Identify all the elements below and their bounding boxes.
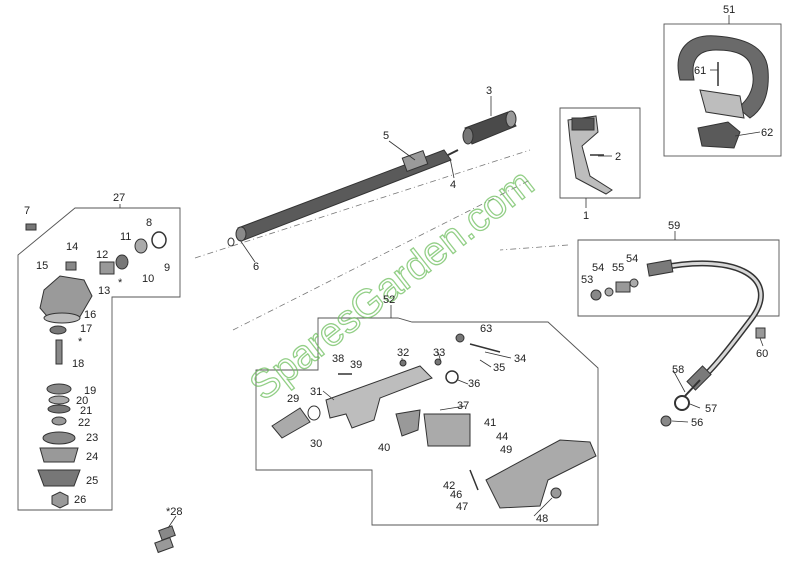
assembly-line-cable xyxy=(499,244,569,251)
group-1-outline xyxy=(559,107,641,199)
part-label-18: 18 xyxy=(72,358,84,370)
part-label-37: 37 xyxy=(457,400,469,412)
part-label-49: 49 xyxy=(500,444,512,456)
part-label-31: 31 xyxy=(310,386,322,398)
part-label-42: 42 xyxy=(443,480,455,492)
part-label-34: 34 xyxy=(514,353,526,365)
group-27-outline xyxy=(17,207,181,511)
part-label-19: 19 xyxy=(84,385,96,397)
asterisk-gear: * xyxy=(118,277,123,289)
part-label-54b: 54 xyxy=(626,253,638,265)
part-label-20: 20 xyxy=(76,395,88,407)
part-label-25: 25 xyxy=(86,475,98,487)
part-label-57: 57 xyxy=(705,403,717,415)
leader-lines xyxy=(119,15,764,529)
part-label-11: 11 xyxy=(120,231,131,243)
group-52-outline xyxy=(255,317,599,526)
shaft-tube xyxy=(235,149,452,242)
part-label-51: 51 xyxy=(723,4,735,16)
part-label-33: 33 xyxy=(433,347,445,359)
part-label-47: 47 xyxy=(456,501,468,513)
part-label-63: 63 xyxy=(480,323,492,335)
part-label-53: 53 xyxy=(581,274,593,286)
part-label-26: 26 xyxy=(74,494,86,506)
part-label-6: 6 xyxy=(253,261,259,273)
part-label-16: 16 xyxy=(84,309,96,321)
part-label-13: 13 xyxy=(98,285,110,297)
bolt-4 xyxy=(447,149,459,156)
asterisk-17: * xyxy=(78,336,83,348)
part-label-36: 36 xyxy=(468,378,480,390)
part-label-29: 29 xyxy=(287,393,299,405)
part-label-4: 4 xyxy=(450,179,456,191)
cable-fittings xyxy=(590,278,766,427)
part-drawings xyxy=(25,35,769,554)
part-label-10: 10 xyxy=(142,273,154,285)
part-label-59: 59 xyxy=(668,220,680,232)
part-label-7: 7 xyxy=(24,205,30,217)
part-label-58: 58 xyxy=(672,364,684,376)
part-label-48: 48 xyxy=(536,513,548,525)
part-label-32: 32 xyxy=(397,347,409,359)
group-59-outline xyxy=(577,239,780,317)
part-label-54a: 54 xyxy=(592,262,604,274)
part-label-23: 23 xyxy=(86,432,98,444)
group-51-outline xyxy=(663,23,782,157)
part-label-40: 40 xyxy=(378,442,390,454)
part-label-46: 46 xyxy=(450,489,462,501)
part-label-2: 2 xyxy=(615,151,621,163)
part-label-60: 60 xyxy=(756,348,768,360)
part-label-8: 8 xyxy=(146,217,152,229)
o-ring-6 xyxy=(227,237,235,247)
assembly-line-clamp xyxy=(232,179,531,331)
flex-cable xyxy=(646,259,764,397)
clamp-body-parts xyxy=(271,333,597,509)
gear-head-parts xyxy=(25,223,176,554)
part-label-5: 5 xyxy=(383,130,389,142)
loop-handle xyxy=(677,35,769,149)
part-label-14: 14 xyxy=(66,241,78,253)
part-label-27: 27 xyxy=(113,192,125,204)
part-label-61: 61 xyxy=(694,65,706,77)
part-label-35: 35 xyxy=(493,362,505,374)
group-outlines xyxy=(17,23,782,526)
part-label-41: 41 xyxy=(484,417,496,429)
part-label-56: 56 xyxy=(691,417,703,429)
part-number-labels: 1 2 3 4 5 6 7 8 9 10 11 12 13 14 15 16 1… xyxy=(24,4,773,525)
part-label-1: 1 xyxy=(583,210,589,222)
part-label-24: 24 xyxy=(86,451,98,463)
foam-grip xyxy=(462,110,517,145)
part-label-17: 17 xyxy=(80,323,92,335)
part-label-38: 38 xyxy=(332,353,344,365)
part-label-52: 52 xyxy=(383,294,395,306)
part-label-15: 15 xyxy=(36,260,48,272)
part-label-12: 12 xyxy=(96,249,108,261)
part-label-30: 30 xyxy=(310,438,322,450)
part-label-44: 44 xyxy=(496,431,508,443)
throttle-lever xyxy=(567,115,613,195)
part-label-28: *28 xyxy=(166,506,183,518)
part-label-55: 55 xyxy=(612,262,624,274)
part-label-9: 9 xyxy=(164,262,170,274)
part-label-3: 3 xyxy=(486,85,492,97)
part-label-22: 22 xyxy=(78,417,90,429)
part-label-62: 62 xyxy=(761,127,773,139)
part-label-21: 21 xyxy=(80,405,92,417)
part-label-39: 39 xyxy=(350,359,362,371)
